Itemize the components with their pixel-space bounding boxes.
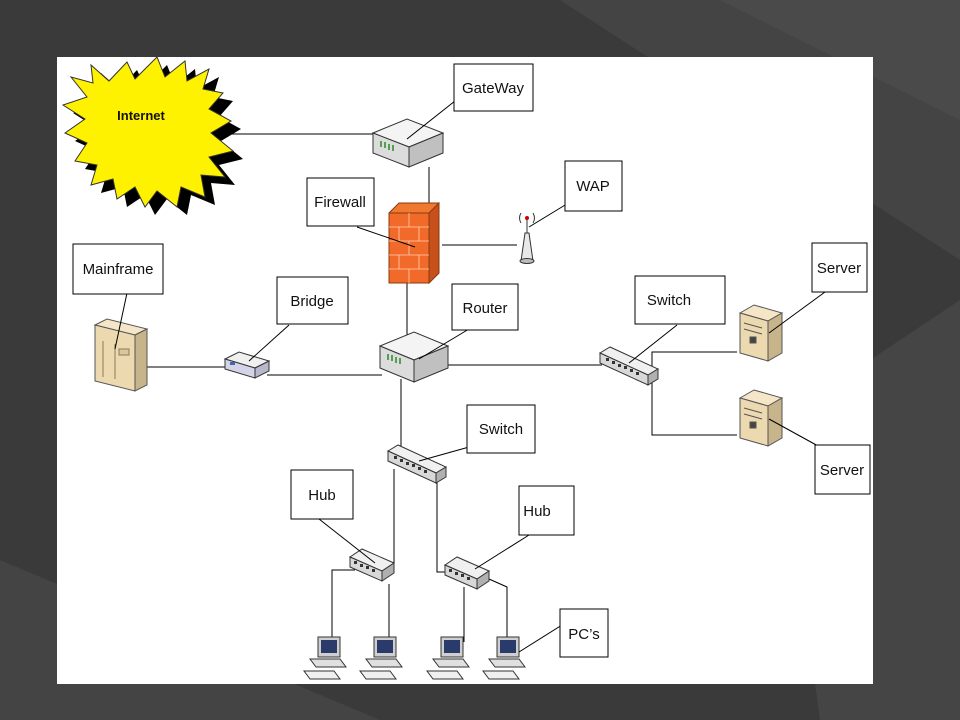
hub-left-device[interactable] (348, 548, 396, 582)
wap-signal-icon (525, 216, 529, 220)
pc-1-keyboard-icon (303, 670, 341, 680)
line-switch-server-top (651, 351, 737, 387)
firewall-brick-icon (389, 213, 429, 283)
switch-main-label: Switch (479, 421, 523, 438)
server-top-label: Server (817, 260, 861, 277)
wap-device[interactable] (519, 212, 535, 264)
hub-left-callout: Hub (290, 469, 376, 564)
pc-3-keyboard-icon (426, 670, 464, 680)
pcs-label: PC’s (568, 626, 599, 643)
mainframe-label: Mainframe (83, 261, 154, 278)
line-hub-pc1 (331, 569, 355, 642)
bridge-callout: Bridge (248, 276, 349, 362)
switch-main-device[interactable] (386, 444, 448, 484)
switch-right-label: Switch (647, 292, 691, 309)
internet-cloud[interactable]: Internet (61, 57, 243, 215)
router-device[interactable] (378, 331, 450, 383)
firewall-device[interactable] (388, 201, 440, 285)
server-bottom-drive-icon (743, 407, 763, 429)
pc-1[interactable] (303, 636, 347, 680)
router-lights-icon (387, 354, 401, 364)
connection-lines (145, 133, 737, 642)
server-top-callout: Server (768, 242, 868, 334)
bridge-port-icon (230, 362, 235, 365)
pc-3-screen-icon (444, 640, 460, 653)
mainframe-callout: Mainframe (72, 243, 164, 350)
pc-4-screen-icon (500, 640, 516, 653)
pc-1-screen-icon (321, 640, 337, 653)
hub-right-device[interactable] (443, 556, 491, 590)
firewall-label: Firewall (314, 194, 366, 211)
server-bottom-device[interactable] (738, 389, 784, 447)
router-label: Router (462, 300, 507, 317)
pc-3[interactable] (426, 636, 470, 680)
server-bottom-callout: Server (768, 418, 871, 495)
mainframe-panel-icon (102, 341, 130, 379)
pcs-callout: PC’s (518, 608, 609, 658)
line-hub-pc4 (488, 578, 508, 642)
switch-main-callout: Switch (418, 404, 536, 462)
server-bottom-label: Server (820, 462, 864, 479)
hub-right-label: Hub (523, 503, 551, 520)
router-callout: Router (418, 283, 519, 360)
server-top-drive-icon (743, 322, 763, 344)
bridge-device[interactable] (223, 351, 271, 379)
bridge-label: Bridge (290, 293, 333, 310)
pc-4-keyboard-icon (482, 670, 520, 680)
switch-right-callout: Switch (628, 275, 726, 364)
switch-right-ports-icon (606, 358, 639, 375)
internet-burst (61, 57, 235, 208)
pc-group (303, 636, 526, 680)
switch-main-ports-icon (394, 456, 427, 473)
wap-label: WAP (576, 178, 610, 195)
internet-label: Internet (117, 108, 165, 123)
pc-2-keyboard-icon (359, 670, 397, 680)
pc-2-screen-icon (377, 640, 393, 653)
mainframe-device[interactable] (93, 318, 149, 392)
firewall-callout: Firewall (306, 177, 416, 248)
hub-left-label: Hub (308, 487, 336, 504)
line-switch-server-bottom (651, 387, 737, 436)
network-diagram: Internet GateWay (57, 57, 873, 684)
hub-left-ports-icon (354, 561, 375, 572)
pc-2[interactable] (359, 636, 403, 680)
hub-right-callout: Hub (474, 485, 575, 570)
server-top-device[interactable] (738, 304, 784, 362)
hub-right-ports-icon (449, 569, 470, 580)
gateway-lights-icon (380, 141, 394, 151)
gateway-device[interactable] (371, 118, 445, 168)
wap-callout: WAP (528, 160, 623, 228)
gateway-label: GateWay (462, 80, 524, 97)
line-switch-hub-right (436, 475, 447, 573)
diagram-svg: Internet GateWay (61, 57, 871, 680)
pc-4[interactable] (482, 636, 526, 680)
gateway-callout: GateWay (406, 63, 534, 140)
switch-right-device[interactable] (598, 346, 660, 386)
